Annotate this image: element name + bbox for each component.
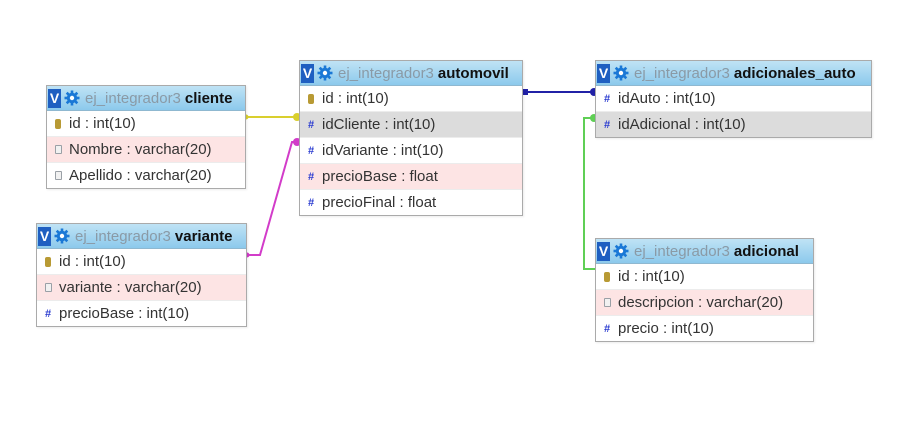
table-name[interactable]: adicionales_auto	[733, 64, 856, 82]
column-label: id : int(10)	[59, 253, 126, 270]
database-name: ej_integrador3	[634, 64, 730, 82]
relation-line-variante-automovil	[246, 141, 296, 256]
column-row[interactable]: id : int(10)	[300, 86, 522, 111]
column-row[interactable]: id : int(10)	[47, 111, 245, 136]
toggle-columns-button[interactable]: V	[48, 88, 61, 108]
column-row[interactable]: # idAuto : int(10)	[596, 86, 871, 111]
table-name[interactable]: cliente	[184, 89, 233, 107]
table-name[interactable]: adicional	[733, 242, 799, 260]
column-row[interactable]: Apellido : varchar(20)	[47, 162, 245, 188]
text-field-icon	[53, 144, 63, 156]
column-row[interactable]: # idCliente : int(10)	[300, 111, 522, 137]
column-label: id : int(10)	[618, 268, 685, 285]
settings-gear-icon[interactable]	[317, 65, 333, 81]
number-icon: #	[307, 170, 315, 183]
settings-gear-icon[interactable]	[613, 243, 629, 259]
column-label: precio : int(10)	[618, 320, 714, 337]
database-name: ej_integrador3	[85, 89, 181, 107]
database-name: ej_integrador3	[634, 242, 730, 260]
column-label: id : int(10)	[322, 90, 389, 107]
number-icon: #	[603, 118, 611, 131]
text-field-icon	[53, 170, 63, 182]
column-row[interactable]: # precioBase : float	[300, 163, 522, 189]
relation-end-automovil	[522, 89, 528, 95]
column-row[interactable]: # precioFinal : float	[300, 189, 522, 215]
key-icon	[53, 118, 63, 130]
key-icon	[306, 93, 316, 105]
database-name: ej_integrador3	[75, 227, 171, 245]
settings-gear-icon[interactable]	[613, 65, 629, 81]
toggle-columns-button[interactable]: V	[597, 63, 610, 83]
number-icon: #	[307, 118, 315, 131]
number-icon: #	[44, 307, 52, 320]
column-label: idCliente : int(10)	[322, 116, 436, 133]
column-label: idAdicional : int(10)	[618, 116, 746, 133]
column-label: precioBase : float	[322, 168, 438, 185]
text-field-icon	[43, 282, 53, 294]
table-name[interactable]: variante	[174, 227, 233, 245]
column-row[interactable]: descripcion : varchar(20)	[596, 289, 813, 315]
column-row[interactable]: variante : varchar(20)	[37, 274, 246, 300]
column-row[interactable]: # idAdicional : int(10)	[596, 111, 871, 137]
column-row[interactable]: # idVariante : int(10)	[300, 137, 522, 163]
column-row[interactable]: id : int(10)	[37, 249, 246, 274]
text-field-icon	[602, 297, 612, 309]
column-row[interactable]: id : int(10)	[596, 264, 813, 289]
toggle-columns-button[interactable]: V	[38, 226, 51, 246]
column-label: idAuto : int(10)	[618, 90, 716, 107]
column-label: descripcion : varchar(20)	[618, 294, 784, 311]
relation-line-adicional-adicionales	[583, 117, 595, 270]
column-label: variante : varchar(20)	[59, 279, 202, 296]
number-icon: #	[603, 92, 611, 105]
toggle-columns-button[interactable]: V	[301, 63, 314, 83]
column-row[interactable]: # precio : int(10)	[596, 315, 813, 341]
column-label: Nombre : varchar(20)	[69, 141, 212, 158]
table-name[interactable]: automovil	[437, 64, 509, 82]
column-label: precioFinal : float	[322, 194, 437, 211]
settings-gear-icon[interactable]	[64, 90, 80, 106]
column-label: idVariante : int(10)	[322, 142, 444, 159]
number-icon: #	[307, 144, 315, 157]
column-label: precioBase : int(10)	[59, 305, 190, 322]
key-icon	[602, 271, 612, 283]
number-icon: #	[307, 196, 315, 209]
column-label: id : int(10)	[69, 115, 136, 132]
column-label: Apellido : varchar(20)	[69, 167, 212, 184]
database-name: ej_integrador3	[338, 64, 434, 82]
column-row[interactable]: Nombre : varchar(20)	[47, 136, 245, 162]
settings-gear-icon[interactable]	[54, 228, 70, 244]
number-icon: #	[603, 322, 611, 335]
key-icon	[43, 256, 53, 268]
toggle-columns-button[interactable]: V	[597, 241, 610, 261]
column-row[interactable]: # precioBase : int(10)	[37, 300, 246, 326]
